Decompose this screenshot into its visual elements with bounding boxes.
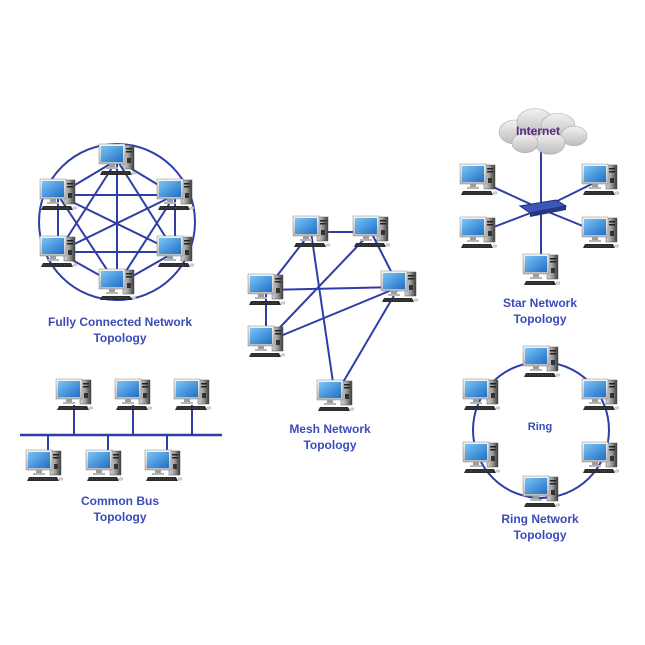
ring-computer-icon	[522, 475, 561, 508]
mesh-link	[265, 231, 372, 343]
star-computer-icon	[459, 216, 498, 249]
ring-computer-icon	[581, 441, 620, 474]
mesh-computer-icon	[352, 215, 391, 248]
mesh-link	[334, 286, 400, 397]
ring-title: Ring Network Topology	[501, 512, 579, 542]
star-computer-icon	[459, 163, 498, 196]
mesh-computer-icon	[292, 215, 331, 248]
bus-computer-icon	[144, 449, 183, 482]
bus-computer-icon	[25, 449, 64, 482]
fully-connected-title: Fully Connected Network Topology	[47, 315, 193, 345]
ring-computer-icon	[581, 378, 620, 411]
fully-connected-link	[57, 194, 176, 253]
fully-connected-computer-icon	[39, 235, 78, 268]
internet-cloud-label: Internet	[515, 124, 560, 138]
internet-cloud-icon	[498, 108, 588, 155]
mesh-computer-icon	[316, 379, 355, 412]
fully-connected-computer-icon	[98, 268, 137, 301]
network-switch-icon	[518, 199, 568, 217]
fully-connected-link	[57, 159, 118, 253]
star-computer-icon	[581, 163, 620, 196]
ring-center-label: Ring	[527, 421, 553, 433]
ring-computer-icon	[462, 441, 501, 474]
common-bus-title: Common Bus Topology	[81, 494, 159, 524]
mesh-link	[310, 231, 336, 397]
star-computer-icon	[581, 216, 620, 249]
mesh-title: Mesh Network Topology	[289, 422, 371, 452]
mesh-computer-icon	[380, 270, 419, 303]
star-computer-icon	[522, 253, 561, 286]
ring-computer-icon	[462, 378, 501, 411]
ring-computer-icon	[522, 345, 561, 378]
mesh-computer-icon	[247, 325, 286, 358]
mesh-link	[265, 286, 400, 343]
star-title: Star Network Topology	[502, 296, 578, 326]
fully-connected-computer-icon	[156, 235, 195, 268]
mesh-link	[265, 286, 400, 291]
nodes-layer	[25, 143, 620, 508]
bus-computer-icon	[85, 449, 124, 482]
